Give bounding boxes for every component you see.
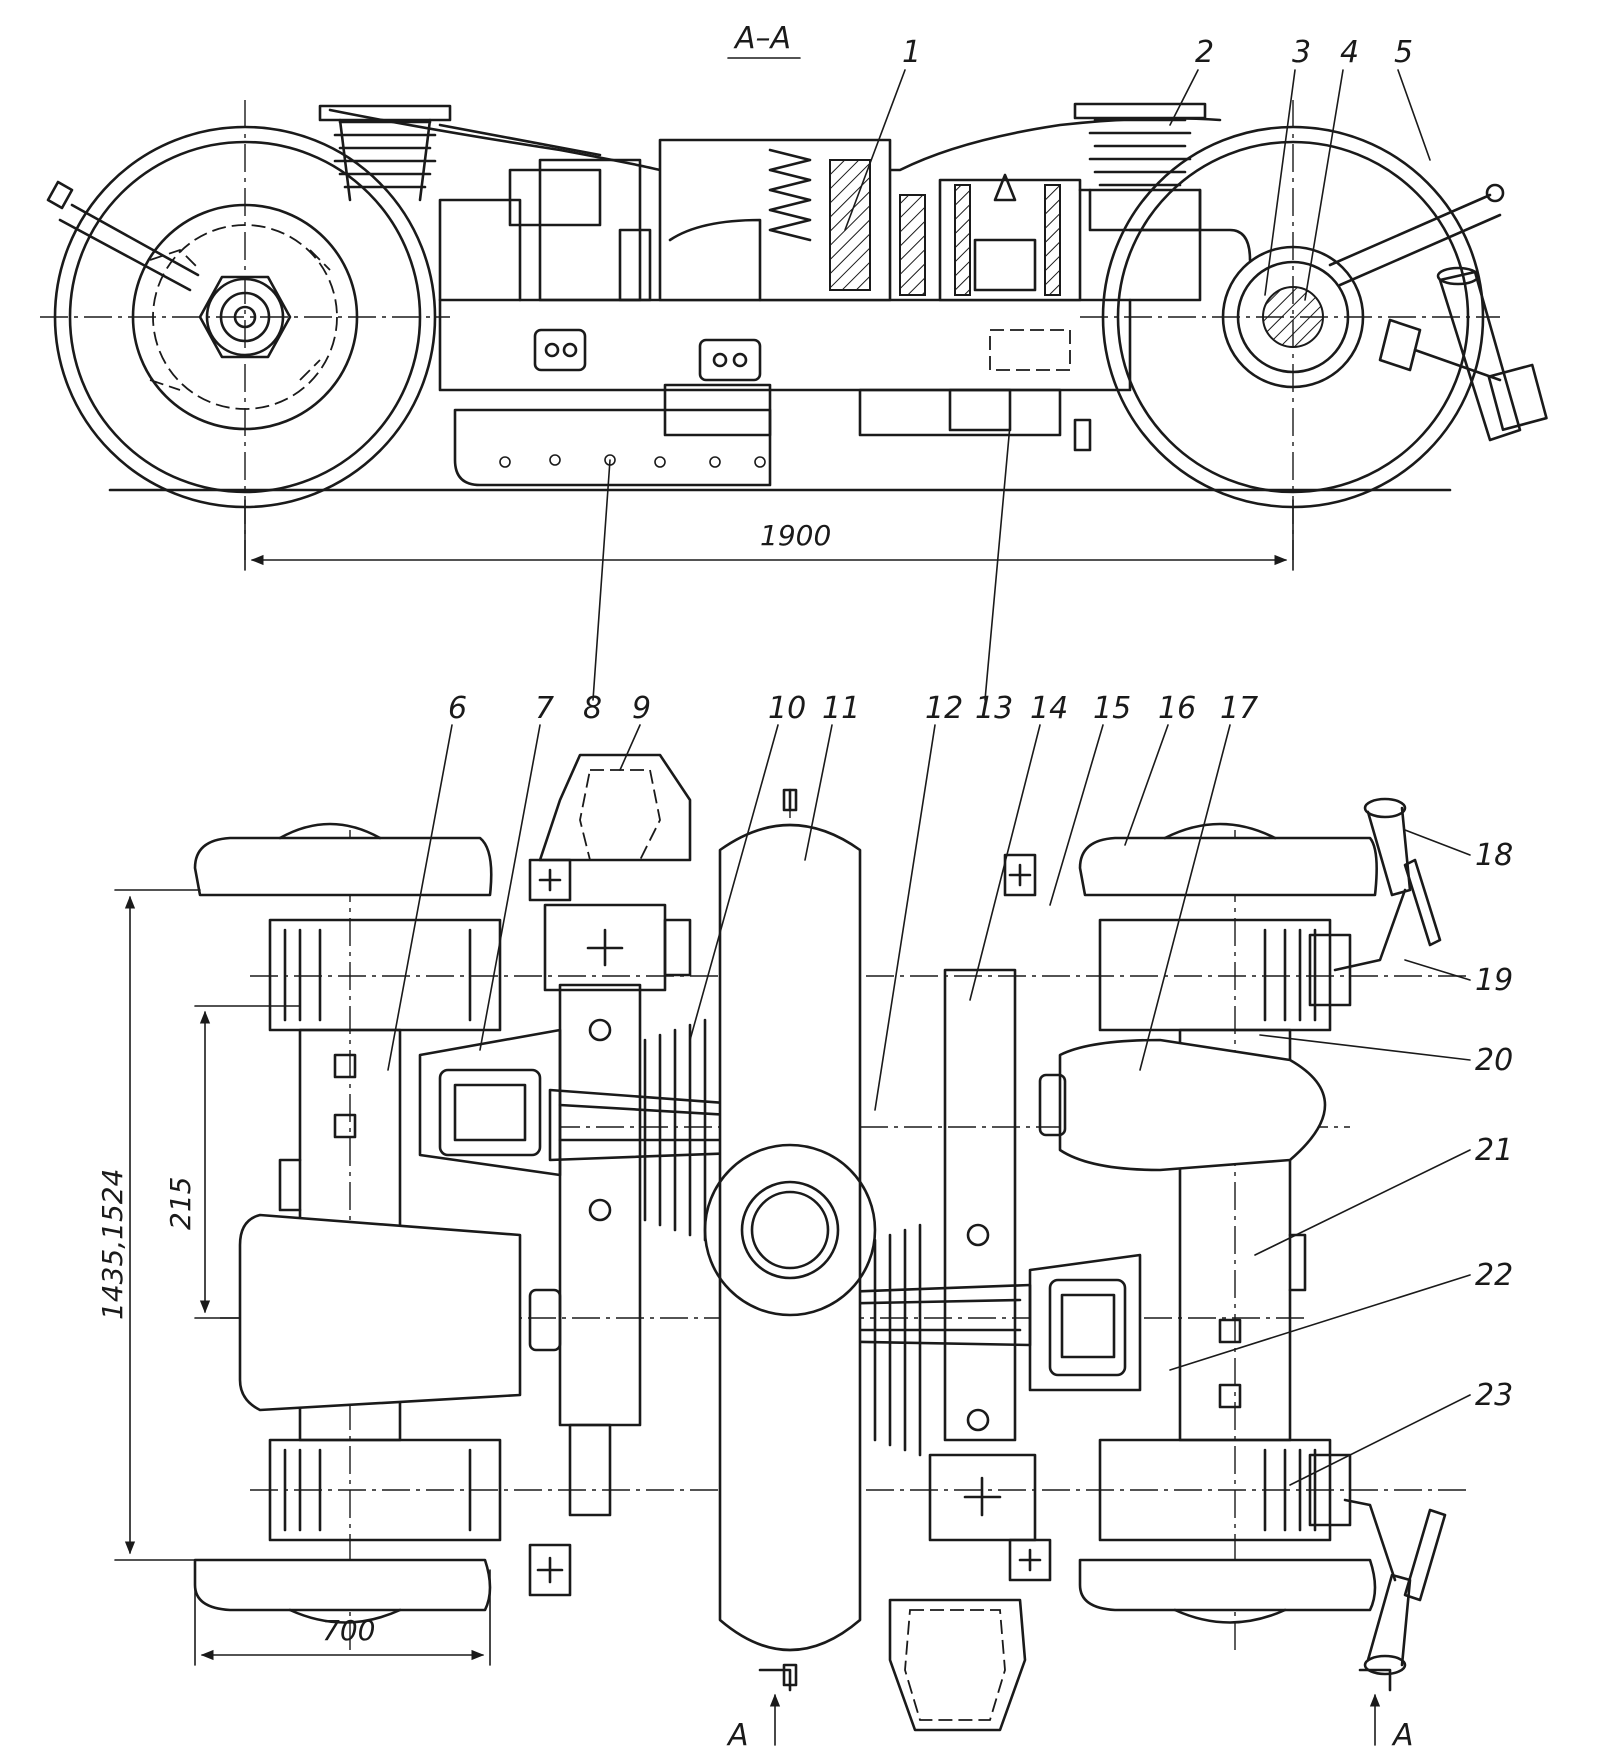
callout-22: 22 xyxy=(1475,1258,1513,1293)
section-mark-right: A xyxy=(1391,1718,1414,1753)
traction-motor-17 xyxy=(1058,1038,1327,1172)
section-mark-left-line xyxy=(758,1668,792,1692)
callout-16: 16 xyxy=(1158,691,1196,726)
wheel-top-left xyxy=(193,836,493,897)
side-view: A–A xyxy=(40,21,1548,571)
callout-19: 19 xyxy=(1475,963,1513,998)
callout-5: 5 xyxy=(1394,35,1413,70)
dimension-offset: 215 xyxy=(164,1177,197,1230)
callout-11: 11 xyxy=(822,691,860,726)
callout-4: 4 xyxy=(1340,35,1359,70)
callout-17: 17 xyxy=(1220,691,1258,726)
dimension-width: 700 xyxy=(322,1614,375,1647)
spring-left xyxy=(318,104,452,202)
wheel-top-right xyxy=(1078,836,1378,897)
callout-21: 21 xyxy=(1475,1133,1513,1168)
section-mark-left: A xyxy=(726,1718,749,1753)
callout-10: 10 xyxy=(768,691,806,726)
wheel-bottom-left xyxy=(193,1558,492,1612)
callout-12: 12 xyxy=(925,691,963,726)
traction-motor-left xyxy=(238,1213,522,1412)
callout-1: 1 xyxy=(902,35,921,70)
left-wheelset xyxy=(40,100,450,560)
frame-longeron xyxy=(438,298,1132,392)
section-mark-right-line xyxy=(1358,1668,1392,1692)
central-bolster xyxy=(718,823,862,1652)
dimension-wheelbase: 1900 xyxy=(760,519,831,552)
callout-14: 14 xyxy=(1030,691,1068,726)
callout-13: 13 xyxy=(975,691,1013,726)
callout-20: 20 xyxy=(1475,1043,1513,1078)
axlebox-housing-bottom xyxy=(928,1453,1037,1542)
brake-cylinder xyxy=(858,388,1062,437)
callout-7: 7 xyxy=(535,691,554,726)
dimension-gauge: 1435,1524 xyxy=(96,1169,129,1320)
brake-beam-left xyxy=(558,983,642,1427)
sandbox-lower xyxy=(888,1598,1027,1732)
section-title: A–A xyxy=(733,21,791,56)
plan-view: 1435,1524 215 700 A A 6 7 8 9 10 11 12 1… xyxy=(96,424,1513,1753)
sander-pipe-top xyxy=(1333,797,1442,972)
callout-18: 18 xyxy=(1475,838,1513,873)
callout-9: 9 xyxy=(632,691,651,726)
callout-2: 2 xyxy=(1195,35,1214,70)
sandbox-9 xyxy=(538,753,692,862)
gear-box-lower xyxy=(453,408,772,487)
sander-pipe-bottom xyxy=(1343,1498,1447,1676)
brake-beam-right xyxy=(943,968,1017,1442)
axlebox-top-left xyxy=(268,918,502,1032)
callout-3: 3 xyxy=(1292,35,1311,70)
callout-15: 15 xyxy=(1093,691,1131,726)
wheel-bottom-right xyxy=(1078,1558,1377,1612)
callout-23: 23 xyxy=(1475,1378,1513,1413)
callout-8: 8 xyxy=(583,691,602,726)
callout-6: 6 xyxy=(448,691,467,726)
axlebox-top-right xyxy=(1098,918,1332,1032)
